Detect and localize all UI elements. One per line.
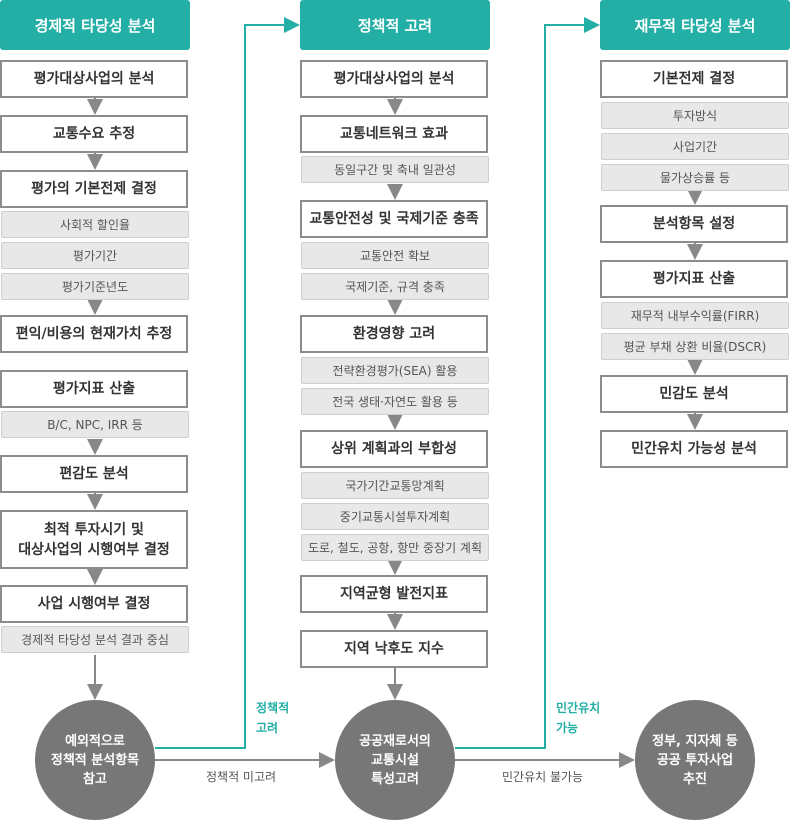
- header-financial: 재무적 타당성 분석: [600, 0, 790, 50]
- fin-step-1: 기본전제 결정: [600, 60, 788, 98]
- eco-step-1: 평가대상사업의 분석: [0, 60, 188, 98]
- eco-step-3: 평가의 기본전제 결정: [0, 170, 188, 208]
- pol-step-1: 평가대상사업의 분석: [300, 60, 488, 98]
- eco-step-5: 평가지표 산출: [0, 370, 188, 408]
- pol-step-3-sub-2: 국제기준, 규격 충족: [301, 273, 489, 300]
- eco-step-6: 편감도 분석: [0, 455, 188, 493]
- eco-step-3-sub-2: 평가기간: [1, 242, 189, 269]
- label-policy-consider: 정책적 고려: [256, 701, 290, 735]
- pol-step-5-sub-1: 국가기간교통망계획: [301, 472, 489, 499]
- fin-step-2: 분석항목 설정: [600, 205, 788, 243]
- fin-step-1-sub-3: 물가상승률 등: [601, 164, 789, 191]
- eco-step-8: 사업 시행여부 결정: [0, 585, 188, 623]
- fin-step-3: 평가지표 산출: [600, 260, 788, 298]
- arrow-private-possible: [455, 17, 600, 749]
- circle-public-good-consideration: 공공재로서의 교통시설 특성고려: [335, 700, 455, 820]
- fin-step-1-sub-2: 사업기간: [601, 133, 789, 160]
- pol-step-5-sub-2: 중기교통시설투자계획: [301, 503, 489, 530]
- fin-step-3-sub-2: 평균 부채 상환 비율(DSCR): [601, 333, 789, 360]
- eco-step-5-sub-1: B/C, NPC, IRR 등: [1, 411, 189, 438]
- pol-step-2-sub-1: 동일구간 및 축내 일관성: [301, 156, 489, 183]
- pol-step-3-sub-1: 교통안전 확보: [301, 242, 489, 269]
- eco-step-3-sub-1: 사회적 할인율: [1, 211, 189, 238]
- eco-step-7: 최적 투자시기 및 대상사업의 시행여부 결정: [0, 510, 188, 569]
- pol-step-2: 교통네트워크 효과: [300, 115, 488, 153]
- eco-step-8-sub-1: 경제적 타당성 분석 결과 중심: [1, 626, 189, 653]
- pol-step-6: 지역균형 발전지표: [300, 575, 488, 613]
- circle-exception-policy-reference: 예외적으로 정책적 분석항목 참고: [35, 700, 155, 820]
- fin-step-1-sub-1: 투자방식: [601, 102, 789, 129]
- circle-public-investment-project: 정부, 지자체 등 공공 투자사업 추진: [635, 700, 755, 820]
- pol-step-5-sub-3: 도로, 철도, 공항, 항만 중장기 계획: [301, 534, 489, 561]
- pol-step-7: 지역 낙후도 지수: [300, 630, 488, 668]
- label-private-possible: 민간유치 가능: [556, 701, 601, 735]
- eco-step-3-sub-3: 평가기준년도: [1, 273, 189, 300]
- eco-step-4: 편익/비용의 현재가치 추정: [0, 315, 188, 353]
- pol-step-4-sub-1: 전략환경평가(SEA) 활용: [301, 357, 489, 384]
- header-economic: 경제적 타당성 분석: [0, 0, 190, 50]
- label-private-impossible: 민간유치 불가능: [502, 770, 584, 784]
- header-policy: 정책적 고려: [300, 0, 490, 50]
- fin-step-3-sub-1: 재무적 내부수익률(FIRR): [601, 302, 789, 329]
- fin-step-4: 민감도 분석: [600, 375, 788, 413]
- pol-step-3: 교통안전성 및 국제기준 충족: [300, 200, 488, 238]
- pol-step-4-sub-2: 전국 생태·자연도 활용 등: [301, 388, 489, 415]
- eco-step-2: 교통수요 추정: [0, 115, 188, 153]
- fin-step-5: 민간유치 가능성 분석: [600, 430, 788, 468]
- label-policy-not-consider: 정책적 미고려: [206, 770, 277, 784]
- pol-step-5: 상위 계획과의 부합성: [300, 430, 488, 468]
- arrow-policy-consider: [155, 17, 300, 749]
- pol-step-4: 환경영향 고려: [300, 315, 488, 353]
